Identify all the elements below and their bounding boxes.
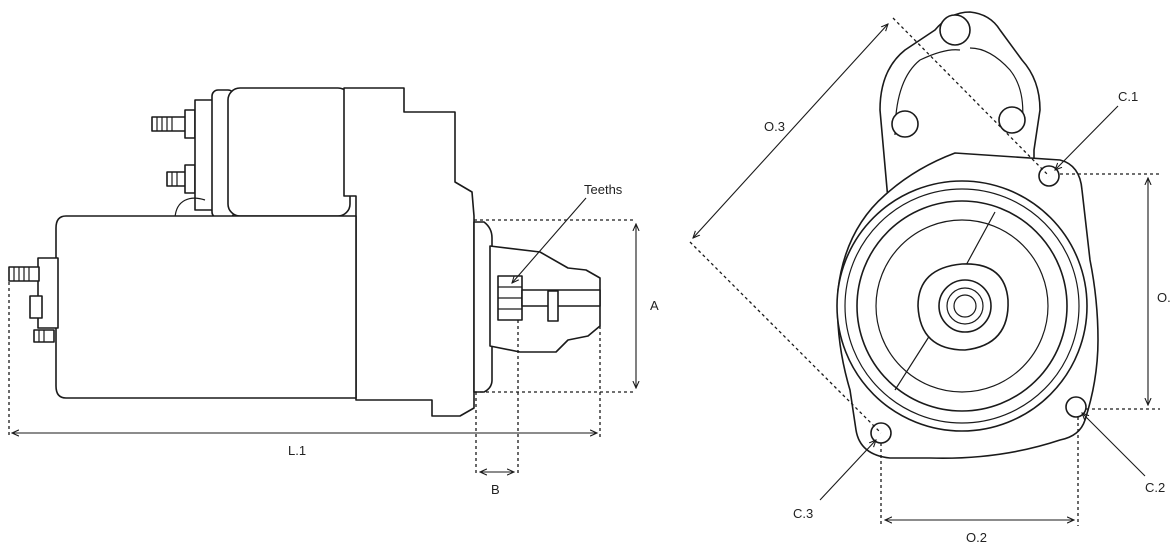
c2-label: C.2 bbox=[1145, 480, 1165, 495]
drive-shaft bbox=[521, 289, 601, 307]
ear-rib bbox=[894, 47, 1024, 136]
solenoid-terminal-upper bbox=[151, 109, 196, 139]
dimension-o1-label: O. bbox=[1157, 290, 1171, 305]
ear-hole-left bbox=[891, 110, 919, 138]
solenoid-terminal-lower bbox=[166, 164, 196, 194]
c3-label: C.3 bbox=[793, 506, 813, 521]
rear-bolt-stud bbox=[33, 329, 55, 343]
pinion-mid bbox=[946, 287, 984, 325]
solenoid-lead bbox=[174, 197, 206, 219]
dimension-o3-line bbox=[693, 24, 888, 238]
bolt-hole-c2 bbox=[1065, 396, 1087, 418]
ear-hole-top bbox=[939, 14, 971, 46]
rear-end-plate bbox=[37, 257, 59, 329]
dimension-l1-label: L.1 bbox=[288, 443, 306, 458]
bolt-hole-c1 bbox=[1038, 165, 1060, 187]
solenoid-rear-cap bbox=[194, 99, 214, 211]
shaft-collar bbox=[547, 290, 559, 322]
teeths-leader bbox=[512, 197, 587, 283]
solenoid-body bbox=[227, 87, 351, 217]
teeths-label: Teeths bbox=[584, 182, 623, 197]
front-view bbox=[836, 11, 1099, 459]
shaft-end bbox=[953, 294, 977, 318]
ear-hole-right bbox=[998, 106, 1026, 134]
c1-leader bbox=[1055, 105, 1119, 170]
dimension-o3-label: O.3 bbox=[764, 119, 785, 134]
bell-recess bbox=[875, 219, 1049, 393]
c2-leader bbox=[1082, 413, 1146, 477]
main-terminal-stud bbox=[8, 266, 40, 282]
dimension-o2-label: O.2 bbox=[966, 530, 987, 545]
mounting-ear bbox=[879, 11, 1041, 201]
motor-housing bbox=[55, 215, 357, 399]
c1-label: C.1 bbox=[1118, 89, 1138, 104]
housing-inner-ring bbox=[844, 188, 1080, 424]
side-view bbox=[8, 87, 601, 417]
dimension-b-label: B bbox=[491, 482, 500, 497]
nose-flange bbox=[473, 221, 493, 393]
drive-end-housing bbox=[343, 87, 475, 417]
rear-bolt-head bbox=[29, 295, 43, 319]
c3-leader bbox=[819, 440, 876, 501]
side-view-dimensions: Teeths A B L.1 bbox=[8, 182, 659, 497]
front-view-dimensions: O.3 O. O.2 C.1 C.2 C.3 bbox=[689, 17, 1171, 545]
dimension-a-label: A bbox=[650, 298, 659, 313]
